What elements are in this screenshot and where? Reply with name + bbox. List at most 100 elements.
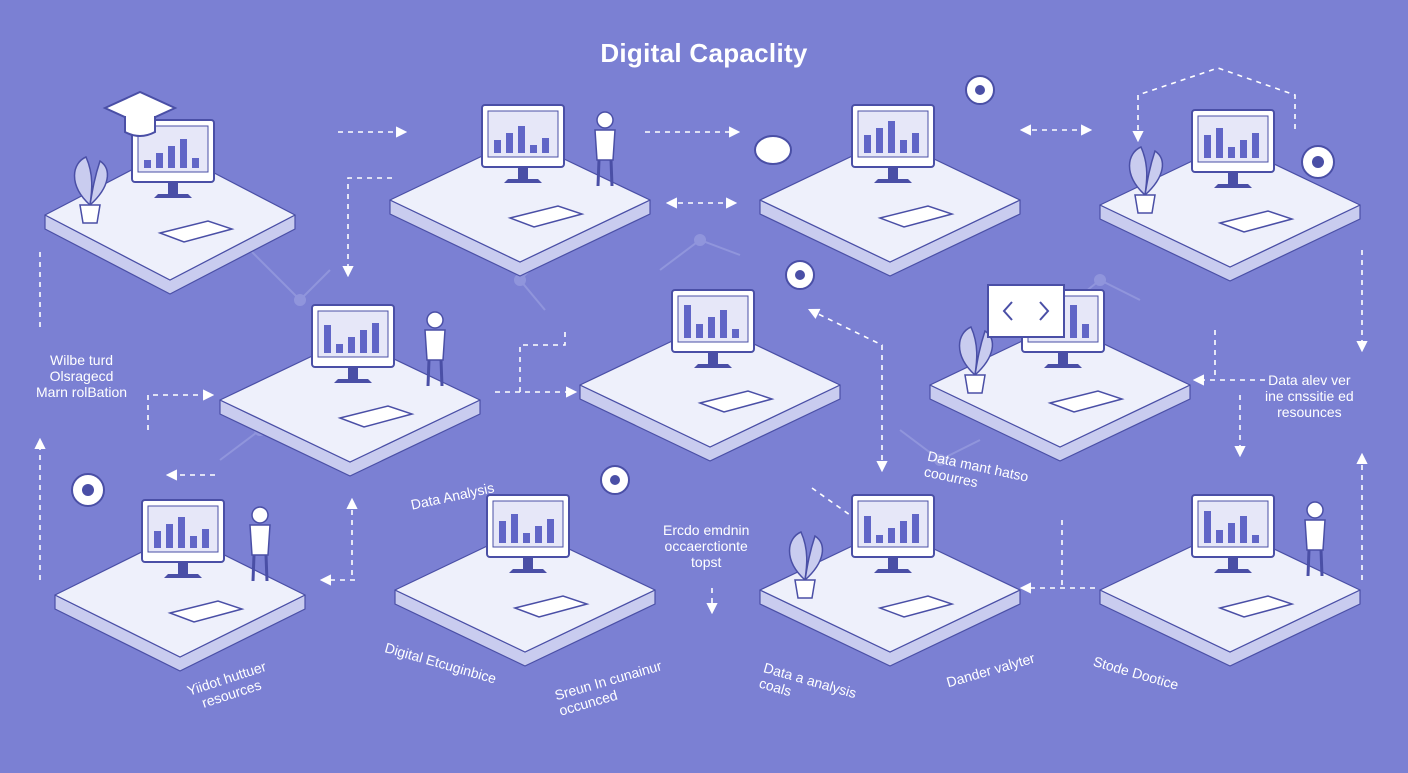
camera-lens (1312, 156, 1324, 168)
chart-bar (192, 158, 199, 168)
platform-6 (579, 260, 841, 462)
flow-arrows (34, 67, 1368, 615)
person-icon (426, 311, 444, 329)
monitor-stand (518, 167, 528, 179)
platform-top (1099, 527, 1361, 653)
chart-bar (684, 305, 691, 338)
monitor-stand (178, 562, 188, 574)
chart-bar (1252, 535, 1259, 543)
keyboard-icon (1217, 595, 1295, 618)
platform-top (394, 527, 656, 653)
code-brackets (1002, 301, 1050, 321)
plant-pot (79, 204, 101, 224)
person-body (424, 329, 446, 361)
platform-top (579, 322, 841, 448)
chart-bar (1204, 135, 1211, 158)
chart-bar (1228, 147, 1235, 158)
arrow-12 (519, 330, 566, 392)
person-icon (596, 111, 614, 129)
code-icon (987, 284, 1065, 338)
chart-bar (360, 330, 367, 353)
keyboard-icon (697, 390, 775, 413)
chart-bar (900, 140, 907, 153)
person-icon (251, 506, 269, 524)
keyboard-icon (507, 205, 585, 228)
headset-core (82, 484, 94, 496)
chart-bar (888, 121, 895, 153)
chart-bar (506, 133, 513, 153)
monitor-stand (708, 352, 718, 364)
platform-top (44, 149, 296, 281)
chart-bar (708, 317, 715, 338)
plant-leaf (804, 534, 824, 581)
platform-top (389, 137, 651, 263)
chart-bar (518, 126, 525, 153)
plant-pot (964, 374, 986, 394)
chart-bar (190, 536, 197, 548)
monitor-stand (348, 367, 358, 379)
chart-bar (202, 529, 209, 548)
monitor-base (1214, 184, 1252, 188)
chart-bar (494, 140, 501, 153)
chart-bar (168, 146, 175, 168)
person-legs (596, 159, 614, 187)
platform-top (929, 322, 1191, 448)
plant-leaf (89, 159, 109, 206)
plant-icon (73, 156, 93, 206)
platform-3 (759, 75, 1021, 277)
monitor-stand (1228, 557, 1238, 569)
chart-bar (324, 325, 331, 353)
gear-hub (975, 85, 985, 95)
chart-bar (144, 160, 151, 168)
chart-bar (864, 516, 871, 543)
chart-bar (1240, 140, 1247, 158)
plant-pot (794, 579, 816, 599)
keyboard-icon (337, 405, 415, 428)
arrow-5 (342, 177, 392, 278)
platform-group (44, 75, 1361, 672)
chart-bar (1252, 133, 1259, 158)
keyboard-icon (877, 205, 955, 228)
keyboard-icon (157, 220, 235, 243)
plant-icon (1128, 146, 1148, 196)
chat-bubble-icon (754, 135, 792, 165)
chart-bar (900, 521, 907, 543)
gear-hub (795, 270, 805, 280)
chart-bar (156, 153, 163, 168)
platform-11 (1099, 494, 1361, 667)
platform-8 (54, 499, 306, 672)
platform-9 (394, 465, 656, 667)
chart-bar (348, 337, 355, 353)
chart-bar (542, 138, 549, 153)
person-body (249, 524, 271, 556)
plant-leaf (974, 329, 994, 376)
chart-bar (864, 135, 871, 153)
chart-bar (720, 310, 727, 338)
monitor-base (509, 569, 547, 573)
monitor-base (1044, 364, 1082, 368)
chart-bar (696, 324, 703, 338)
platform-top (759, 527, 1021, 653)
gear-hub (610, 475, 620, 485)
monitor-base (874, 569, 912, 573)
chart-bar (523, 533, 530, 543)
platform-5 (219, 304, 481, 477)
platform-4 (1099, 109, 1361, 282)
label-center-bottom: Ercdo emdnin occaerctionte topst (663, 522, 750, 570)
chart-bar (876, 535, 883, 543)
chart-bar (912, 514, 919, 543)
person-legs (1306, 549, 1324, 577)
platform-top (219, 337, 481, 463)
chart-bar (1216, 530, 1223, 543)
graduation-cap-base (124, 116, 156, 137)
chart-bar (511, 514, 518, 543)
person-body (1304, 519, 1326, 551)
monitor-stand (888, 167, 898, 179)
monitor-base (504, 179, 542, 183)
person-icon (1306, 501, 1324, 519)
keyboard-icon (877, 595, 955, 618)
chart-bar (547, 519, 554, 543)
label-left-mid: Wilbe turd Olsragecd Marn rolBation (36, 352, 128, 400)
